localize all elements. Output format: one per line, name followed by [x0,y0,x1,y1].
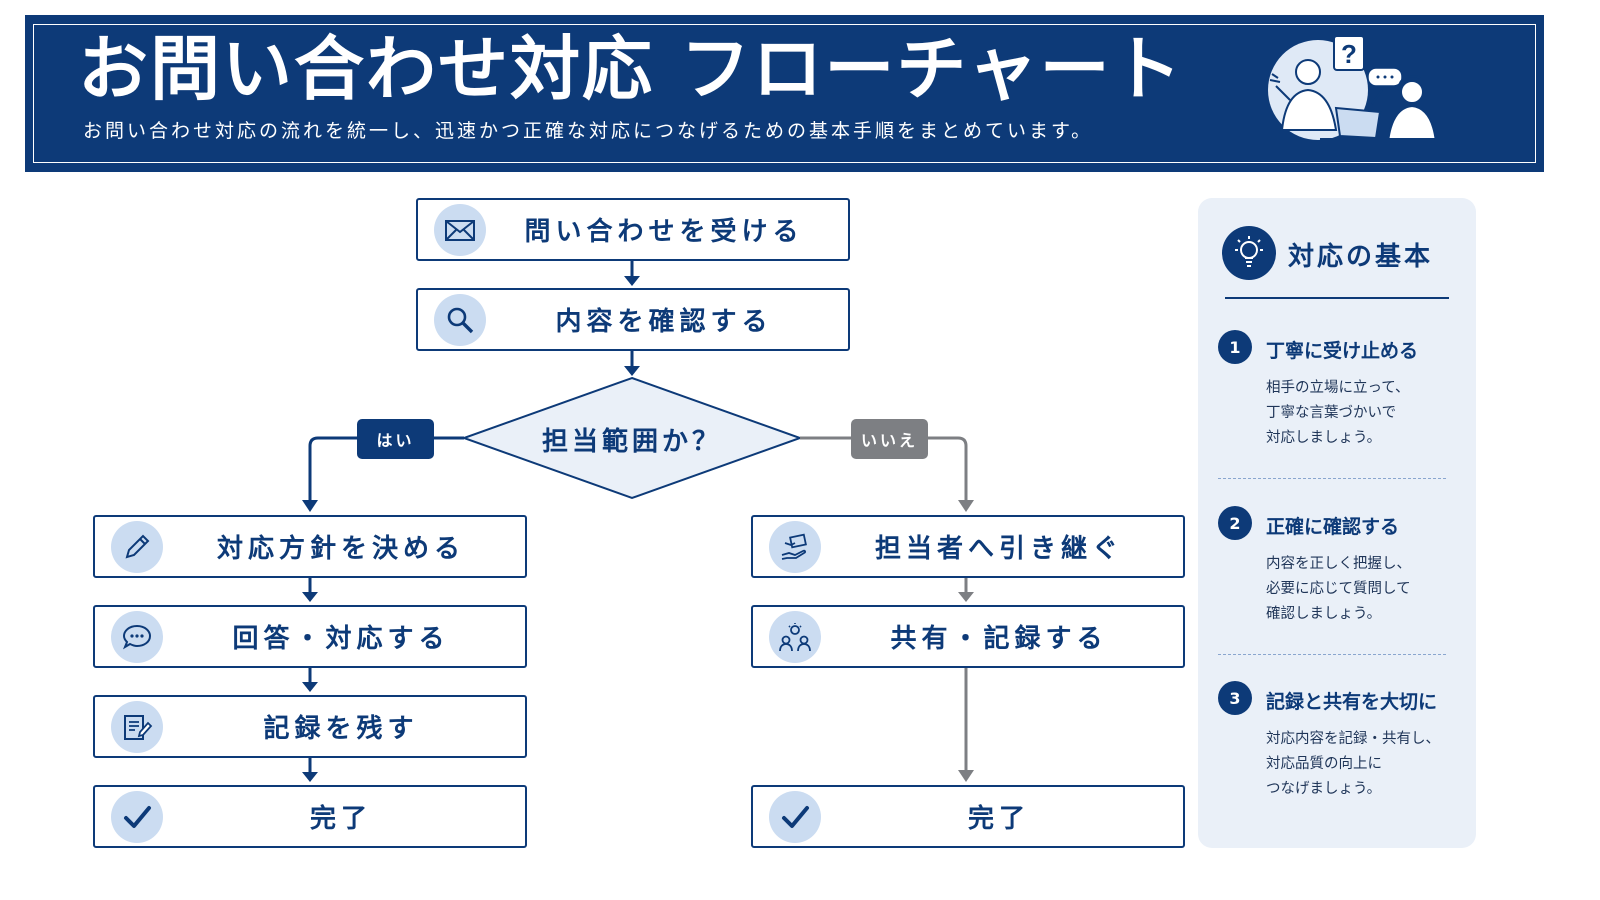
step-label: 問い合わせを受ける [524,217,804,247]
page-subtitle: お問い合わせ対応の流れを統一し、迅速かつ正確な対応につなげるための基本手順をまと… [83,120,1094,142]
support-illustration-icon: ? [1268,35,1450,143]
lightbulb-icon [1222,226,1276,280]
tip-heading: 丁寧に受け止める [1266,340,1419,362]
panel-title: 対応の基本 [1288,242,1434,272]
step-label: 回答・対応する [232,624,450,654]
step-share-record: 共有・記録する [751,605,1185,668]
step-label: 担当者へ引き継ぐ [874,534,1123,564]
decision-label: 担当範囲か？ [541,426,722,457]
tip-heading: 記録と共有を大切に [1266,691,1438,713]
pencil-icon [111,520,163,573]
basics-panel: 対応の基本 1 丁寧に受け止める 相手の立場に立って、 丁寧な言葉づかいで 対応… [1198,198,1476,848]
step-keep-record: 記録を残す [93,695,527,758]
no-badge: いいえ [851,419,928,459]
check-icon [769,790,821,843]
tip-divider [1218,478,1446,479]
step-label: 完了 [967,804,1030,834]
step-handover: 担当者へ引き継ぐ [751,515,1185,578]
envelope-icon [434,203,486,256]
tip-body: 相手の立場に立って、 丁寧な言葉づかいで 対応しましょう。 [1266,380,1410,446]
document-edit-icon [111,700,163,753]
tip-divider [1218,654,1446,655]
tip-number: 3 [1218,681,1252,715]
magnifier-icon [434,293,486,346]
svg-text:?: ? [1341,39,1357,69]
step-label: 記録を残す [263,714,419,744]
step-label: 内容を確認する [555,307,773,337]
tip-body: 内容を正しく把握し、 必要に応じて質問して 確認しましょう。 [1266,556,1411,622]
step-check-content: 内容を確認する [416,288,850,351]
chat-bubble-icon [111,610,163,663]
step-decide-policy: 対応方針を決める [93,515,527,578]
step-respond: 回答・対応する [93,605,527,668]
handover-icon [769,520,821,573]
decision-diamond [461,376,803,500]
tip-number: 2 [1218,506,1252,540]
tip-body: 対応内容を記録・共有し、 対応品質の向上に つなげましょう。 [1266,731,1440,797]
tip-number: 1 [1218,330,1252,364]
header-frame [33,24,1536,163]
step-complete-no: 完了 [751,785,1185,848]
team-share-icon [769,610,821,663]
yes-badge: はい [357,419,434,459]
tip-heading: 正確に確認する [1266,516,1400,538]
step-receive-inquiry: 問い合わせを受ける [416,198,850,261]
check-icon [111,790,163,843]
step-label: 対応方針を決める [216,534,465,564]
panel-divider [1225,297,1449,299]
step-complete-yes: 完了 [93,785,527,848]
page-title: お問い合わせ対応 フローチャート [78,28,1184,110]
step-label: 完了 [309,804,372,834]
step-label: 共有・記録する [890,624,1108,654]
